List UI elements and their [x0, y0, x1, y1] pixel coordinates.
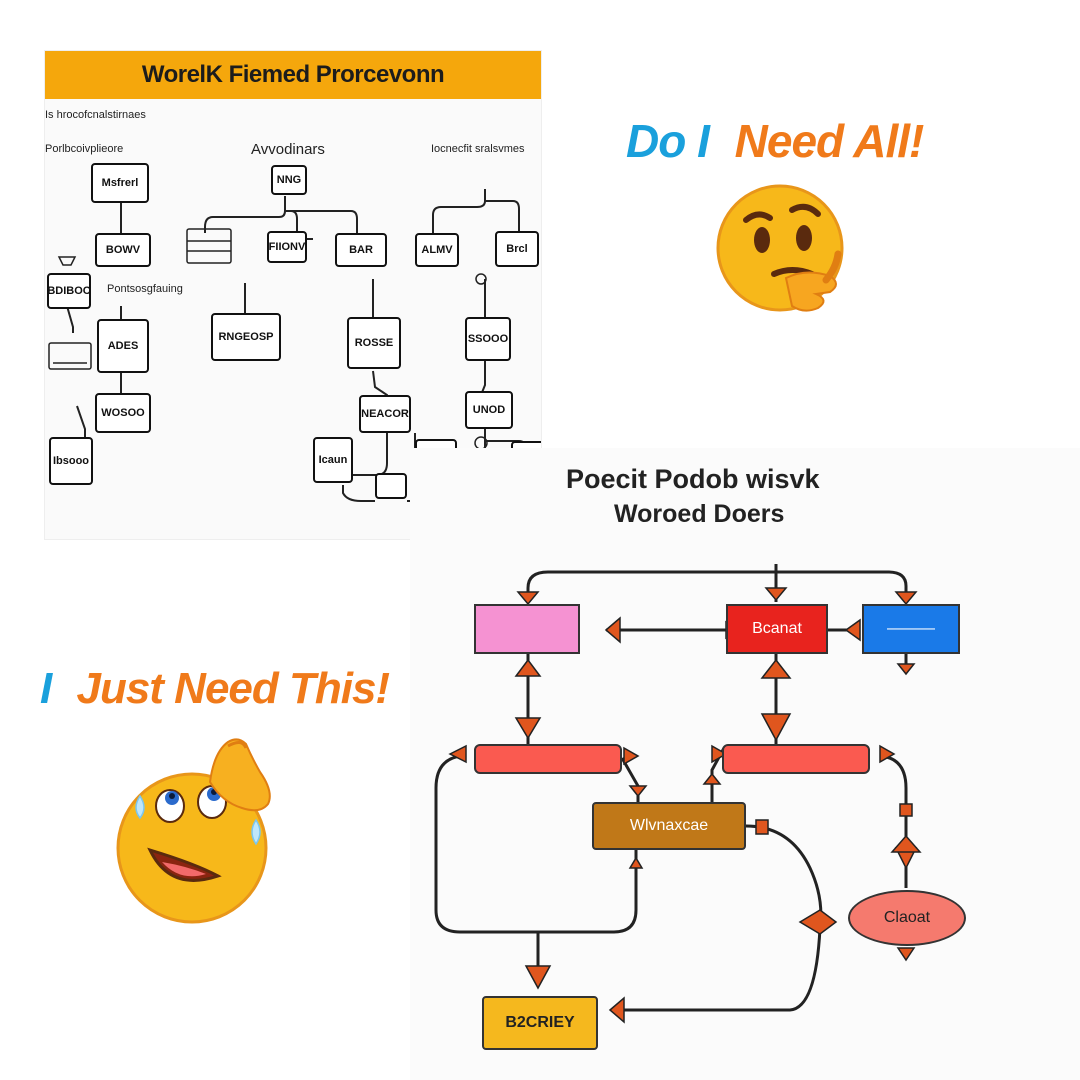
diagram-node: UNOD: [465, 391, 513, 429]
question-headline: Do I Need All!: [626, 114, 925, 168]
section-label-right: Iocnecfit sralsvmes: [431, 143, 525, 155]
node-pink: [474, 604, 580, 654]
diagram-node: ALMV: [415, 233, 459, 267]
diagram-node: ADES: [97, 319, 149, 373]
relieved-sweat-face-emoji: [116, 738, 271, 924]
diagram-node: WOSOO: [95, 393, 151, 433]
section-label-left: Porlbcoivplieore: [45, 143, 124, 155]
diagram-node: NNG: [271, 165, 307, 195]
node-salmon-left: [474, 744, 622, 774]
node-brown: Wlvnaxcae: [592, 802, 746, 850]
section-label-center: Avvodinars: [251, 141, 325, 158]
answer-headline-part1: I: [40, 664, 52, 713]
answer-headline-part2: Just Need This!: [76, 664, 390, 713]
diagram-node: RNGEOSP: [211, 313, 281, 361]
diagram-node: NEACOR: [359, 395, 411, 433]
diagram-node: Msfrerl: [91, 163, 149, 203]
node-oval: Claoat: [848, 890, 966, 946]
side-label: Pontsosgfauing: [107, 283, 183, 295]
question-headline-part1: Do I: [626, 115, 710, 167]
diagram-node: Brcl: [495, 231, 539, 267]
diagram-node: BOWV: [95, 233, 151, 267]
simple-diagram-title-line2: Woroed Doers: [614, 500, 785, 528]
answer-headline: I Just Need This!: [40, 664, 390, 714]
diagram-node: ROSSE: [347, 317, 401, 369]
complex-diagram-subtitle: Is hrocofcnalstirnaes: [45, 109, 146, 121]
node-blue: ———: [862, 604, 960, 654]
node-yellow: B2CRIEY: [482, 996, 598, 1050]
diagram-node: SSOOO: [465, 317, 511, 361]
diagram-node: Icaun: [313, 437, 353, 483]
diagram-node-small: [375, 473, 407, 499]
simple-workflow-diagram: Poecit Podob wisvk Woroed Doers: [410, 448, 1080, 1080]
question-headline-part2: Need All!: [734, 115, 925, 167]
thinking-face-emoji: [716, 184, 844, 312]
simple-diagram-connectors: [434, 564, 922, 1024]
diagram-node: BAR: [335, 233, 387, 267]
complex-diagram-title: WorelK Fiemed Prorcevonn: [45, 51, 541, 99]
diagram-node: BDIBOC: [47, 273, 91, 309]
node-red: Bcanat: [726, 604, 828, 654]
node-salmon-right: [722, 744, 870, 774]
diagram-node: Ibsooo: [49, 437, 93, 485]
diagram-node: FIIONV: [267, 231, 307, 263]
complex-workflow-diagram: WorelK Fiemed Prorcevonn: [44, 50, 542, 540]
simple-diagram-title-line1: Poecit Podob wisvk: [566, 464, 820, 494]
